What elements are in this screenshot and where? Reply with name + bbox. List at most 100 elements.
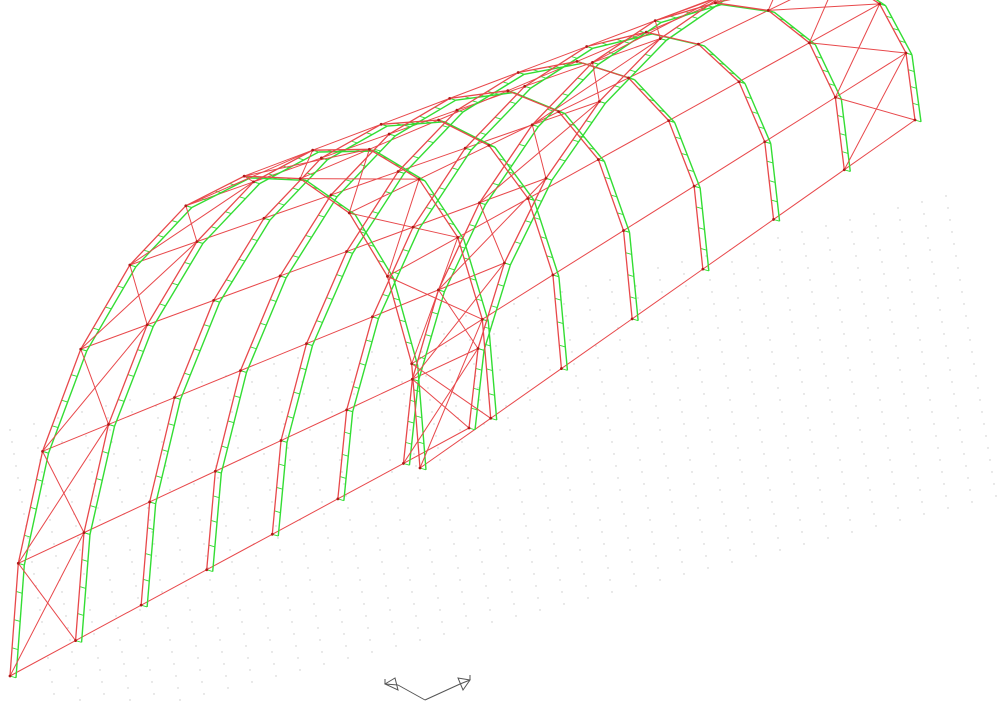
- grid-dot: [927, 237, 929, 239]
- grid-dot: [635, 285, 637, 287]
- diagram-hatch: [336, 274, 343, 277]
- diagram-outline: [269, 159, 328, 221]
- grid-dot: [661, 441, 663, 443]
- grid-dot: [705, 405, 707, 407]
- diagram-outline: [875, 0, 886, 7]
- grid-dot: [319, 639, 321, 641]
- grid-dot: [551, 381, 553, 383]
- grid-dot: [67, 627, 69, 629]
- grid-dot: [139, 609, 141, 611]
- grid-dot: [843, 333, 845, 335]
- grid-dot: [353, 393, 355, 395]
- grid-dot: [589, 459, 591, 461]
- grid-dot: [613, 303, 615, 305]
- diagram-hatch: [766, 160, 774, 164]
- grid-dot: [753, 543, 755, 545]
- grid-dot: [839, 459, 841, 461]
- node: [396, 170, 400, 173]
- grid-dot: [791, 321, 793, 323]
- grid-dot: [611, 291, 613, 293]
- grid-dot: [71, 501, 73, 503]
- grid-dot: [653, 543, 655, 545]
- grid-dot: [881, 261, 883, 263]
- grid-dot: [419, 489, 421, 491]
- grid-dot: [667, 327, 669, 329]
- brace-member: [411, 262, 505, 380]
- grid-dot: [961, 291, 963, 293]
- grid-dot: [575, 525, 577, 527]
- grid-dot: [261, 591, 263, 593]
- grid-dot: [733, 273, 735, 275]
- grid-dot: [899, 369, 901, 371]
- grid-dot: [493, 333, 495, 335]
- diagram-hatch: [127, 374, 134, 377]
- grid-dot: [921, 201, 923, 203]
- grid-dot: [903, 243, 905, 245]
- brace-member: [129, 181, 254, 266]
- grid-dot: [473, 363, 475, 365]
- node: [766, 9, 770, 12]
- purlin-member: [438, 262, 505, 291]
- grid-dot: [339, 609, 341, 611]
- diagram-hatch: [213, 495, 220, 499]
- grid-dot: [965, 315, 967, 317]
- diagram-hatch: [535, 199, 542, 202]
- grid-dot: [815, 315, 817, 317]
- grid-dot: [895, 345, 897, 347]
- grid-dot: [953, 393, 955, 395]
- purlin-member: [149, 470, 216, 503]
- diagram-hatch: [96, 478, 103, 481]
- grid-dot: [759, 429, 761, 431]
- purlin-member: [9, 640, 76, 677]
- node: [591, 61, 594, 64]
- node: [478, 201, 481, 205]
- grid-dot: [779, 549, 781, 551]
- diagram-hatch: [402, 249, 410, 252]
- grid-dot: [907, 417, 909, 419]
- brace-member: [438, 178, 547, 291]
- grid-dot: [435, 435, 437, 437]
- grid-dot: [851, 381, 853, 383]
- grid-dot: [177, 537, 179, 539]
- grid-dot: [573, 363, 575, 365]
- grid-dot: [787, 297, 789, 299]
- grid-dot: [923, 363, 925, 365]
- grid-dot: [353, 543, 355, 545]
- grid-dot: [655, 405, 657, 407]
- grid-dot: [101, 531, 103, 533]
- grid-dot: [499, 369, 501, 371]
- grid-dot: [111, 591, 113, 593]
- grid-dot: [601, 381, 603, 383]
- diagram-hatch: [447, 222, 455, 226]
- grid-dot: [467, 627, 469, 629]
- grid-dot: [345, 645, 347, 647]
- diagram-hatch: [841, 151, 849, 154]
- grid-dot: [417, 327, 419, 329]
- diagram-hatch: [16, 591, 23, 594]
- brace-member: [834, 3, 881, 98]
- grid-dot: [899, 519, 901, 521]
- grid-dot: [561, 441, 563, 443]
- grid-dot: [615, 465, 617, 467]
- node: [213, 469, 217, 473]
- node: [8, 674, 12, 678]
- grid-dot: [219, 639, 221, 641]
- grid-dot: [425, 375, 427, 377]
- grid-dot: [477, 537, 479, 539]
- grid-dot: [275, 675, 277, 677]
- brace-member: [349, 212, 458, 238]
- grid-dot: [479, 399, 481, 401]
- grid-dot: [803, 243, 805, 245]
- grid-dot: [189, 609, 191, 611]
- diagram-hatch: [208, 544, 215, 548]
- node: [311, 148, 315, 152]
- brace-member: [808, 0, 829, 44]
- coordinate-axes-icon[interactable]: [383, 675, 471, 701]
- grid-dot: [731, 411, 733, 413]
- grid-dot: [881, 411, 883, 413]
- grid-dot: [563, 303, 565, 305]
- grid-dot: [117, 627, 119, 629]
- grid-dot: [415, 465, 417, 467]
- grid-dot: [327, 537, 329, 539]
